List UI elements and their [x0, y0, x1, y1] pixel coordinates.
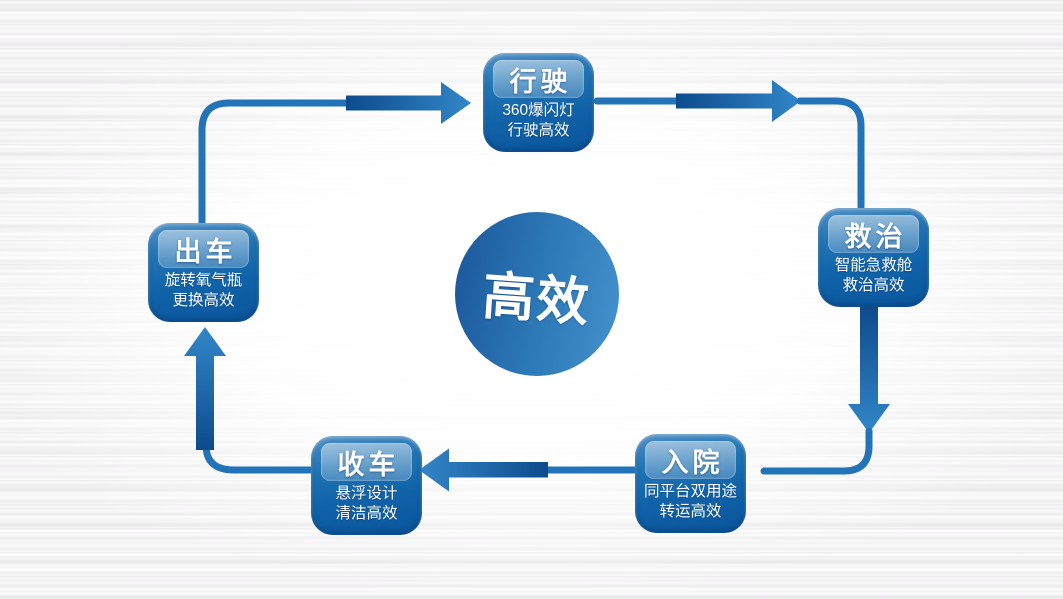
arrow-dispatch-to-driving: [346, 82, 471, 124]
node-admission-title-badge: 入院: [645, 441, 736, 479]
arrow-driving-to-treatment: [676, 80, 801, 122]
node-dispatch-desc-line1: 旋转氧气瓶: [164, 272, 243, 289]
node-treatment-desc-line1: 智能急救舱: [834, 257, 913, 274]
connector-dispatch-to-driving-line: [198, 99, 350, 229]
node-vehicle-return-desc-line2: 清洁高效: [335, 505, 398, 522]
node-driving-title: 行驶: [509, 66, 572, 97]
node-dispatch-title-badge: 出车: [158, 230, 249, 268]
node-vehicle-return-description: 悬浮设计 清洁高效: [311, 484, 422, 524]
node-driving-desc-line1: 360爆闪灯: [502, 102, 575, 119]
node-vehicle-return: 收车 悬浮设计 清洁高效: [311, 436, 422, 535]
node-treatment-title-badge: 救治: [828, 215, 919, 253]
node-vehicle-return-title: 收车: [337, 449, 400, 480]
node-treatment-desc-line2: 救治高效: [842, 277, 905, 294]
node-admission-desc-line1: 同平台双用途: [643, 483, 737, 500]
node-treatment-title: 救治: [844, 221, 907, 252]
node-dispatch-title: 出车: [174, 236, 237, 267]
node-treatment: 救治 智能急救舱 救治高效: [818, 208, 929, 307]
node-admission-description: 同平台双用途 转运高效: [635, 482, 746, 522]
connector-driving-to-treatment-line2: [796, 97, 865, 211]
node-admission: 入院 同平台双用途 转运高效: [635, 434, 746, 533]
node-vehicle-return-desc-line1: 悬浮设计: [335, 485, 398, 502]
center-label: 高效: [480, 264, 593, 334]
node-driving-description: 360爆闪灯 行驶高效: [483, 101, 594, 141]
node-vehicle-return-title-badge: 收车: [321, 443, 412, 481]
connector-treatment-to-admission-line: [760, 427, 873, 475]
arrow-return-to-dispatch: [184, 327, 226, 450]
arrow-treatment-to-admission: [848, 306, 890, 433]
connector-return-to-dispatch-line: [202, 441, 315, 474]
node-dispatch-description: 旋转氧气瓶 更换高效: [148, 271, 259, 311]
node-dispatch-desc-line2: 更换高效: [172, 292, 235, 309]
arrow-admission-to-return: [419, 448, 548, 492]
node-dispatch: 出车 旋转氧气瓶 更换高效: [148, 223, 259, 322]
node-driving-desc-line2: 行驶高效: [507, 122, 570, 139]
node-admission-title: 入院: [661, 447, 724, 478]
node-admission-desc-line2: 转运高效: [659, 503, 722, 520]
node-treatment-description: 智能急救舱 救治高效: [818, 256, 929, 296]
center-badge: 高效: [455, 212, 619, 376]
node-driving: 行驶 360爆闪灯 行驶高效: [483, 53, 594, 152]
node-driving-title-badge: 行驶: [493, 60, 584, 98]
